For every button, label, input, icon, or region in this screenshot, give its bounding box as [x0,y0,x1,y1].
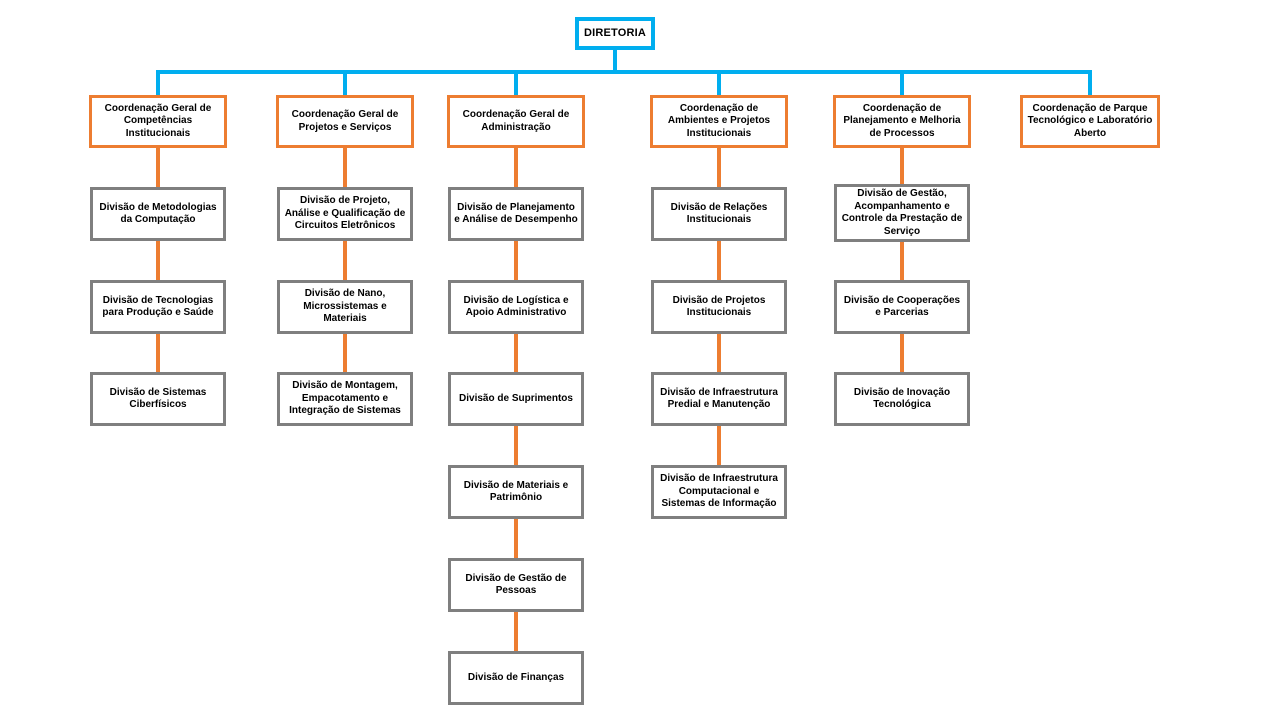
connector-blue-trunk [613,50,617,72]
division-label: Divisão de Montagem, Empacotamento e Int… [289,380,401,417]
coordination-box-competencias-institucionais: Coordenação Geral de Competências Instit… [89,95,227,148]
connector-blue-stub [514,72,518,95]
division-label: Divisão de Projeto, Análise e Qualificaç… [284,195,406,232]
division-box: Divisão de Infraestrutura Predial e Manu… [651,372,787,426]
division-label: Divisão de Logística e Apoio Administrat… [463,294,569,319]
root-label: DIRETORIA [583,26,647,39]
connector-orange-segment [514,334,518,372]
coordination-box-planejamento-e-melhoria: Coordenação de Planejamento e Melhoria d… [833,95,971,148]
connector-orange-segment [156,241,160,280]
coordination-label: Coordenação de Ambientes e Projetos Inst… [667,102,771,139]
division-label: Divisão de Relações Institucionais [670,201,768,226]
division-box: Divisão de Materiais e Patrimônio [448,465,584,519]
division-box: Divisão de Inovação Tecnológica [834,372,970,426]
connector-orange-segment [514,148,518,187]
connector-orange-segment [717,426,721,465]
connector-orange-segment [900,148,904,184]
division-box: Divisão de Nano, Microssistemas e Materi… [277,280,413,334]
root-box-diretoria: DIRETORIA [575,17,655,50]
connector-orange-segment [514,426,518,465]
connector-blue-stub [1088,72,1092,95]
coordination-box-administracao: Coordenação Geral de Administração [447,95,585,148]
division-label: Divisão de Planejamento e Análise de Des… [454,201,578,226]
division-label: Divisão de Nano, Microssistemas e Materi… [303,288,387,325]
division-box: Divisão de Projeto, Análise e Qualificaç… [277,187,413,241]
division-label: Divisão de Tecnologias para Produção e S… [102,294,214,319]
connector-orange-segment [514,519,518,558]
division-label: Divisão de Finanças [467,671,565,683]
connector-blue-stub [156,72,160,95]
division-box: Divisão de Projetos Institucionais [651,280,787,334]
division-label: Divisão de Gestão, Acompanhamento e Cont… [841,188,963,237]
division-box: Divisão de Montagem, Empacotamento e Int… [277,372,413,426]
division-label: Divisão de Cooperações e Parcerias [843,294,961,319]
division-box: Divisão de Finanças [448,651,584,705]
coordination-label: Coordenação Geral de Administração [462,109,570,133]
coordination-box-ambientes-e-projetos: Coordenação de Ambientes e Projetos Inst… [650,95,788,148]
division-label: Divisão de Infraestrutura Predial e Manu… [660,386,778,411]
coordination-box-projetos-e-servicos: Coordenação Geral de Projetos e Serviços [276,95,414,148]
division-box: Divisão de Sistemas Ciberfísicos [90,372,226,426]
connector-blue-stub [717,72,721,95]
division-box: Divisão de Logística e Apoio Administrat… [448,280,584,334]
connector-orange-segment [717,148,721,187]
connector-orange-segment [343,148,347,187]
coordination-label: Coordenação Geral de Projetos e Serviços [291,109,399,133]
connector-orange-segment [900,334,904,372]
division-label: Divisão de Materiais e Patrimônio [463,479,569,504]
division-label: Divisão de Projetos Institucionais [672,294,766,319]
division-box: Divisão de Infraestrutura Computacional … [651,465,787,519]
connector-blue-bus [156,70,1092,74]
division-label: Divisão de Inovação Tecnológica [853,386,951,411]
division-box: Divisão de Gestão de Pessoas [448,558,584,612]
division-box: Divisão de Cooperações e Parcerias [834,280,970,334]
connector-orange-segment [717,334,721,372]
division-label: Divisão de Gestão de Pessoas [465,572,567,597]
connector-orange-segment [156,148,160,187]
connector-orange-segment [514,241,518,280]
connector-blue-stub [343,72,347,95]
connector-orange-segment [156,334,160,372]
coordination-label: Coordenação Geral de Competências Instit… [104,102,212,139]
connector-blue-stub [900,72,904,95]
division-box: Divisão de Metodologias da Computação [90,187,226,241]
division-label: Divisão de Metodologias da Computação [99,201,217,226]
connector-orange-segment [900,242,904,280]
coordination-box-parque-tecnologico: Coordenação de Parque Tecnológico e Labo… [1020,95,1160,148]
division-box: Divisão de Tecnologias para Produção e S… [90,280,226,334]
connector-orange-segment [514,612,518,651]
division-box: Divisão de Planejamento e Análise de Des… [448,187,584,241]
division-box: Divisão de Suprimentos [448,372,584,426]
connector-orange-segment [343,334,347,372]
division-label: Divisão de Suprimentos [459,392,573,404]
division-box: Divisão de Relações Institucionais [651,187,787,241]
connector-orange-segment [343,241,347,280]
connector-orange-segment [717,241,721,280]
division-label: Divisão de Sistemas Ciberfísicos [109,386,207,411]
division-label: Divisão de Infraestrutura Computacional … [660,473,778,510]
division-box: Divisão de Gestão, Acompanhamento e Cont… [834,184,970,242]
coordination-label: Coordenação de Parque Tecnológico e Labo… [1027,102,1153,139]
coordination-label: Coordenação de Planejamento e Melhoria d… [843,102,961,139]
